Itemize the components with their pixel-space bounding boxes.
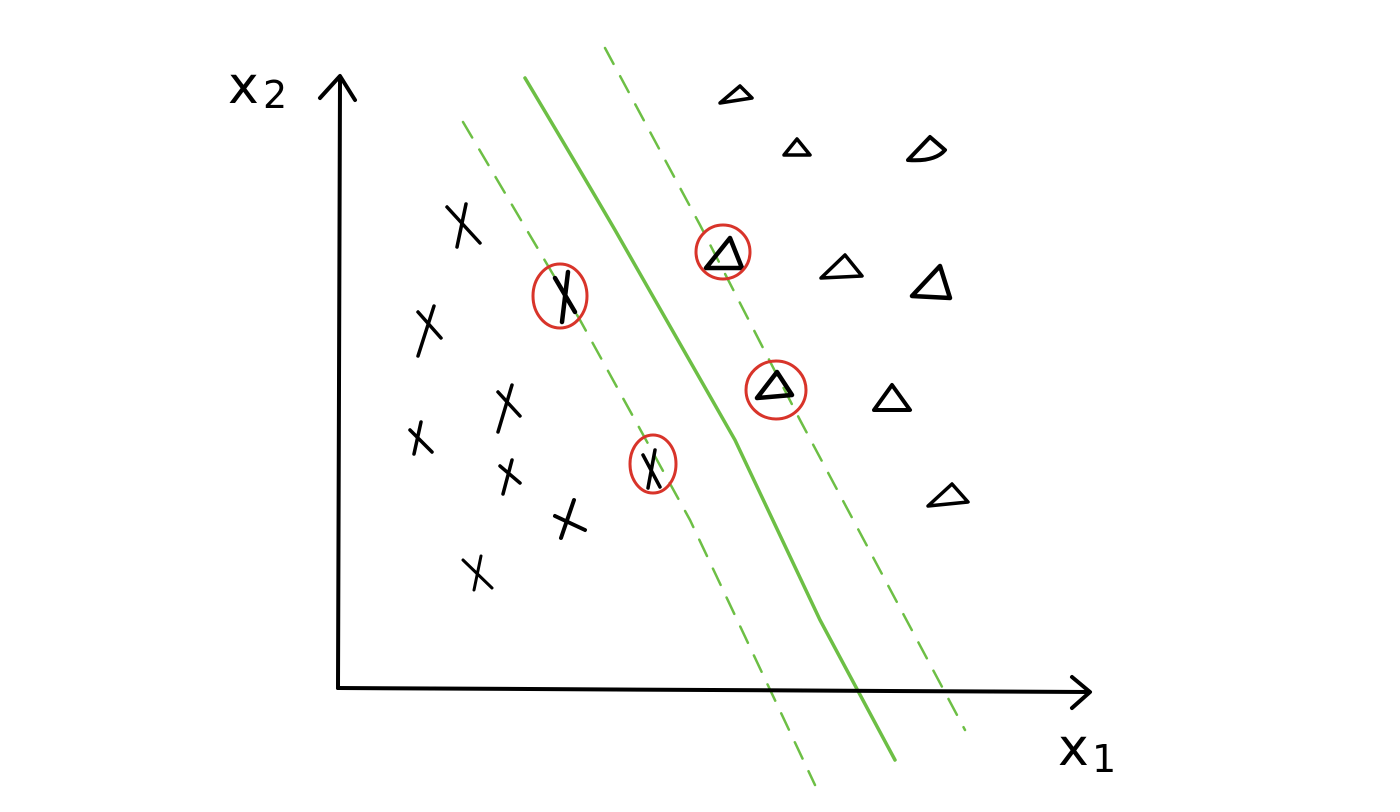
x-axis-label-subscript: 1 (1092, 737, 1116, 781)
margin-lines (461, 46, 967, 787)
x-marker-support-vector (641, 448, 662, 490)
y-axis-arrowhead (318, 74, 357, 102)
y-axis-label-subscript: 2 (263, 73, 287, 117)
x-marker (553, 498, 587, 540)
x-marker (498, 458, 522, 496)
support-vector-rings (531, 223, 808, 495)
y-axis-label: x 2 (228, 56, 287, 117)
support-vector-ring (628, 433, 678, 495)
x-marker (496, 383, 522, 434)
axes (318, 74, 1092, 710)
triangle-marker-support-vector (754, 369, 795, 401)
triangle-marker-support-vector (703, 235, 745, 271)
x-marker (461, 554, 494, 592)
triangle-class-points (703, 84, 970, 508)
support-vector-ring (531, 262, 589, 330)
x-axis-arrowhead (1070, 675, 1092, 710)
x-marker (408, 420, 434, 456)
triangle-marker (926, 482, 970, 508)
x-axis-label: x 1 (1058, 718, 1116, 781)
triangle-marker (782, 137, 812, 157)
x-marker (445, 202, 482, 249)
x-axis-label-base: x (1058, 718, 1089, 778)
y-axis-label-base: x (228, 56, 259, 116)
triangle-marker (872, 383, 912, 412)
y-axis-line (336, 78, 342, 690)
triangle-marker (906, 135, 947, 163)
support-vector-ring (744, 359, 808, 421)
margin-right-line (603, 46, 967, 732)
support-vector-ring (694, 223, 752, 281)
margin-left-line (461, 120, 817, 787)
x-axis-line (336, 686, 1090, 694)
triangle-marker (909, 263, 953, 301)
triangle-marker (718, 84, 754, 105)
x-marker-support-vector (552, 269, 578, 325)
x-marker (416, 304, 443, 358)
x-class-points (408, 202, 662, 592)
decision-boundary-line (523, 76, 897, 762)
triangle-marker (819, 253, 864, 280)
